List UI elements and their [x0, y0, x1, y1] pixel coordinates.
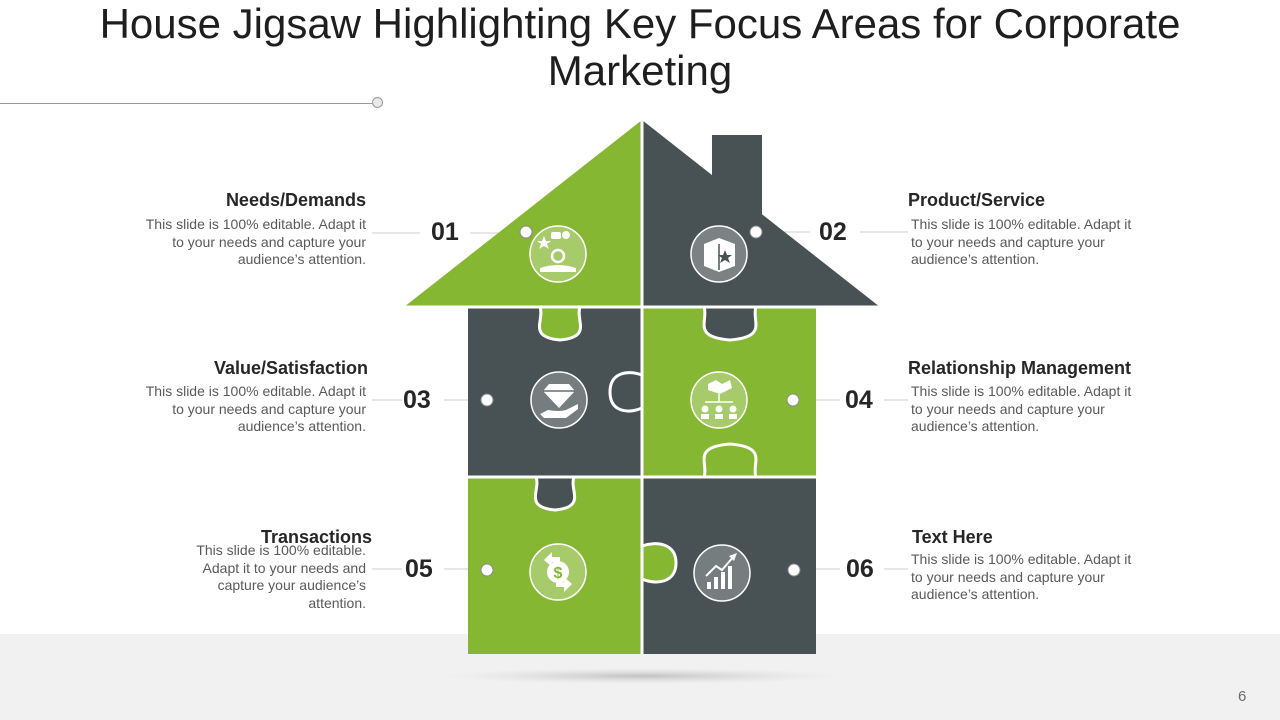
item-06-heading: Text Here	[912, 527, 993, 547]
item-04-text: This slide is 100% editable. Adapt it to…	[911, 383, 1132, 434]
page-number: 6	[1238, 688, 1247, 705]
item-05-number: 05	[405, 555, 433, 583]
jigsaw-knobs	[533, 305, 758, 584]
diamond-hand-icon	[530, 371, 588, 429]
puzzle-piece-roof-left	[404, 120, 642, 307]
product-box-icon	[690, 225, 748, 283]
dollar-exchange-icon: $	[529, 543, 587, 601]
item-03-heading: Value/Satisfaction	[213, 358, 368, 378]
item-05-heading: Transactions	[260, 527, 372, 547]
item-06-number: 06	[846, 555, 874, 583]
item-06-text: This slide is 100% editable. Adapt it to…	[911, 551, 1132, 602]
handshake-network-icon	[690, 371, 748, 429]
needs-icon	[529, 225, 587, 283]
item-03-text: This slide is 100% editable. Adapt it to…	[145, 383, 366, 434]
item-02-heading: Product/Service	[908, 190, 1046, 210]
connector-dots	[480, 225, 801, 577]
svg-text:$: $	[554, 565, 563, 582]
item-01-text: This slide is 100% editable. Adapt it to…	[145, 216, 366, 267]
item-04-heading: Relationship Management	[908, 358, 1132, 378]
slide-title: House Jigsaw Highlighting Key Focus Area…	[99, 0, 1181, 94]
piece-seams	[404, 120, 880, 654]
item-02-number: 02	[819, 218, 847, 246]
title-rule-dot	[372, 97, 383, 108]
item-05-text: This slide is 100% editable. Adapt it to…	[196, 542, 366, 611]
item-01-number: 01	[431, 218, 459, 246]
item-02-text: This slide is 100% editable. Adapt it to…	[911, 216, 1132, 267]
item-01-heading: Needs/Demands	[225, 190, 366, 210]
title-rule	[0, 103, 372, 104]
house-shadow	[442, 668, 842, 684]
item-03-number: 03	[403, 386, 431, 414]
item-04-number: 04	[845, 386, 873, 414]
growth-chart-icon	[693, 544, 751, 602]
